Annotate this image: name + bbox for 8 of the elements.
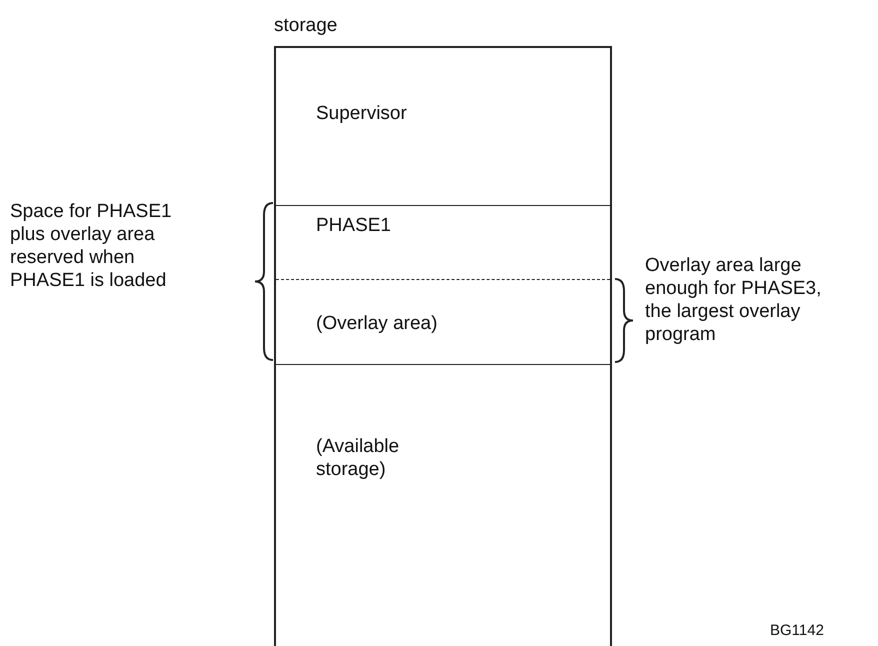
region-label: (Available storage) — [316, 435, 400, 481]
region-label: Supervisor — [316, 102, 407, 125]
region-label: (Overlay area) — [316, 312, 438, 335]
column-heading: storage — [274, 14, 338, 37]
annotation-text: Overlay area large enough for PHASE3, the largest overlay program — [645, 254, 822, 346]
annotation-text: Space for PHASE1 plus overlay area reserved when PHASE1 is loaded — [10, 200, 173, 292]
figure-id: BG1142 — [770, 622, 824, 640]
region-label: PHASE1 — [316, 214, 391, 237]
